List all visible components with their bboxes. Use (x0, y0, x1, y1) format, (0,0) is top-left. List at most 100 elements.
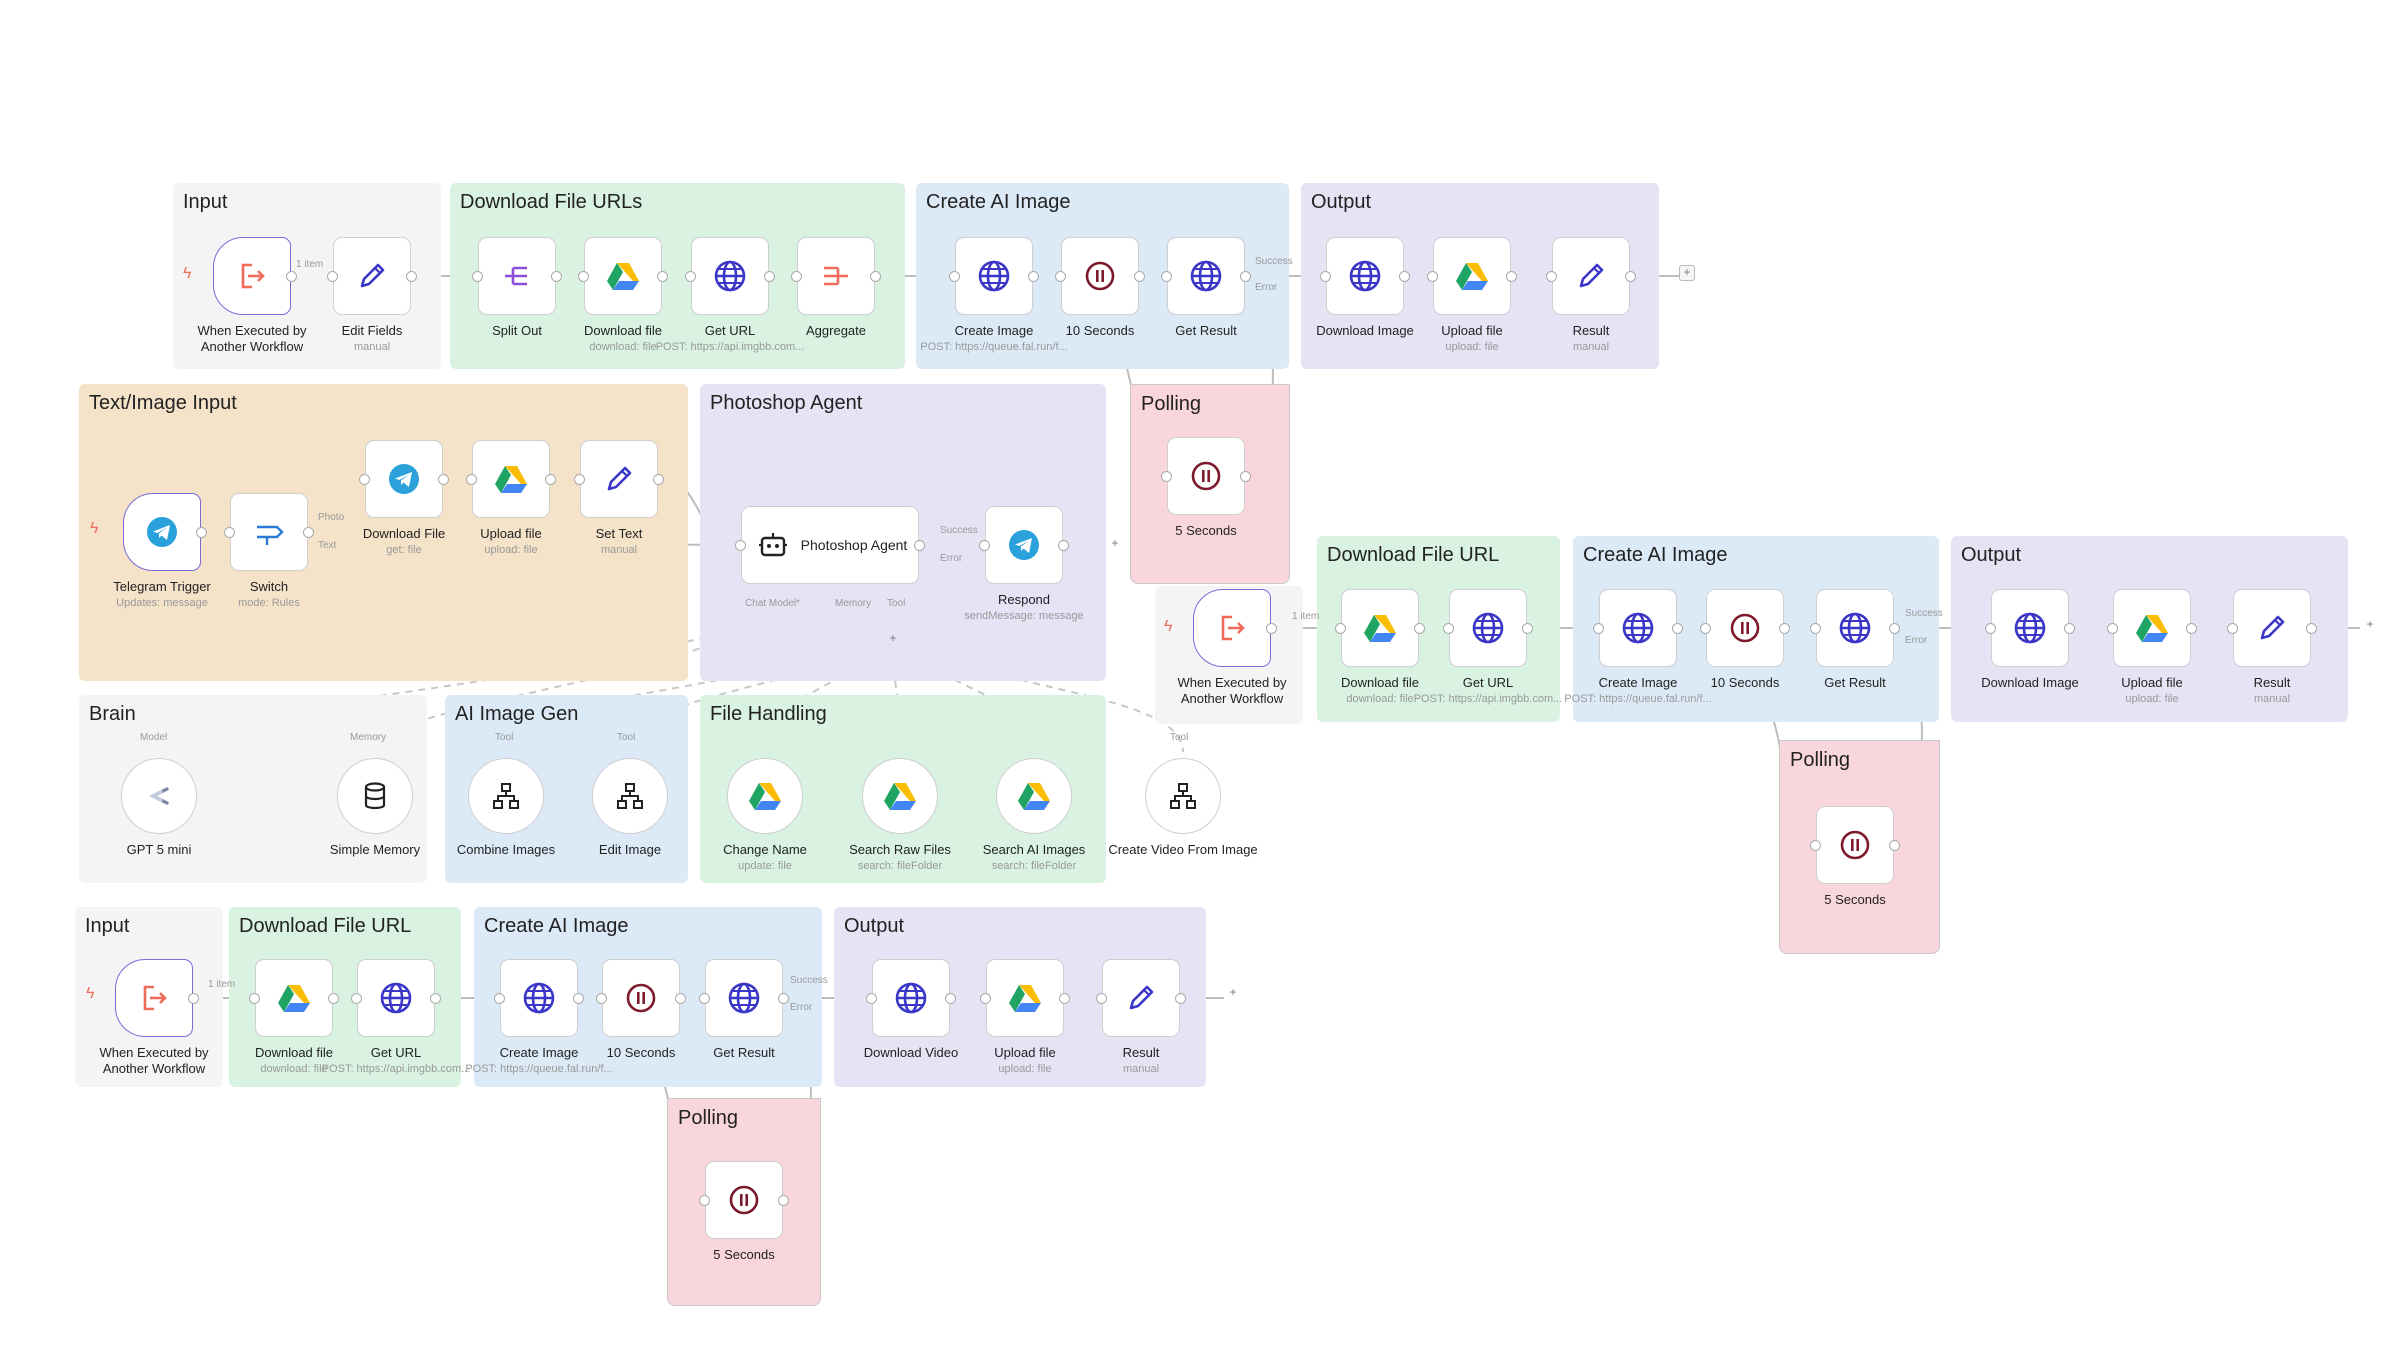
input-port[interactable] (359, 474, 370, 485)
output-port[interactable] (1266, 623, 1277, 634)
combine-images-node[interactable] (468, 758, 544, 834)
input-port[interactable] (1810, 623, 1821, 634)
result-node[interactable] (2233, 589, 2311, 667)
5-seconds-node[interactable] (705, 1161, 783, 1239)
output-port[interactable] (945, 993, 956, 1004)
output-port[interactable] (303, 527, 314, 538)
get-url-node[interactable] (1449, 589, 1527, 667)
output-port[interactable] (1414, 623, 1425, 634)
input-port[interactable] (1546, 271, 1557, 282)
input-port[interactable] (735, 540, 746, 551)
output-port[interactable] (675, 993, 686, 1004)
output-port[interactable] (196, 527, 207, 538)
edit-fields-node[interactable] (333, 237, 411, 315)
output-port[interactable] (870, 271, 881, 282)
get-result-node[interactable] (705, 959, 783, 1037)
input-port[interactable] (466, 474, 477, 485)
set-text-node[interactable] (580, 440, 658, 518)
input-port[interactable] (1593, 623, 1604, 634)
download-image-node[interactable] (1326, 237, 1404, 315)
output-port[interactable] (1506, 271, 1517, 282)
output-port[interactable] (778, 993, 789, 1004)
input-port[interactable] (1161, 471, 1172, 482)
upload-file-node[interactable] (1433, 237, 1511, 315)
10-seconds-node[interactable] (602, 959, 680, 1037)
output-port[interactable] (1889, 623, 1900, 634)
input-port[interactable] (351, 993, 362, 1004)
create-image-node[interactable] (1599, 589, 1677, 667)
10-seconds-node[interactable] (1061, 237, 1139, 315)
input-port[interactable] (1810, 840, 1821, 851)
add-node-button[interactable]: + (1679, 265, 1695, 281)
download-file-node[interactable] (365, 440, 443, 518)
add-node-button[interactable]: + (2366, 617, 2374, 631)
10-seconds-node[interactable] (1706, 589, 1784, 667)
add-tool-button[interactable]: + (889, 631, 897, 645)
output-port[interactable] (778, 1195, 789, 1206)
input-port[interactable] (472, 271, 483, 282)
output-port[interactable] (1134, 271, 1145, 282)
input-port[interactable] (1427, 271, 1438, 282)
input-port[interactable] (1443, 623, 1454, 634)
switch-node[interactable] (230, 493, 308, 571)
output-port[interactable] (1779, 623, 1790, 634)
upload-file-node[interactable] (986, 959, 1064, 1037)
output-port[interactable] (1240, 271, 1251, 282)
output-port[interactable] (573, 993, 584, 1004)
input-port[interactable] (1335, 623, 1346, 634)
when-executed-by-another-workflow-node[interactable] (1193, 589, 1271, 667)
output-port[interactable] (1058, 540, 1069, 551)
input-port[interactable] (596, 993, 607, 1004)
download-video-node[interactable] (872, 959, 950, 1037)
result-node[interactable] (1102, 959, 1180, 1037)
output-port[interactable] (438, 474, 449, 485)
change-name-node[interactable] (727, 758, 803, 834)
input-port[interactable] (791, 271, 802, 282)
download-file-node[interactable] (1341, 589, 1419, 667)
add-node-button[interactable]: + (1229, 985, 1237, 999)
output-port[interactable] (1399, 271, 1410, 282)
get-result-node[interactable] (1167, 237, 1245, 315)
download-image-node[interactable] (1991, 589, 2069, 667)
input-port[interactable] (578, 271, 589, 282)
download-file-node[interactable] (584, 237, 662, 315)
output-port[interactable] (545, 474, 556, 485)
edit-image-node[interactable] (592, 758, 668, 834)
split-out-node[interactable] (478, 237, 556, 315)
photoshop-agent-node[interactable]: Photoshop Agent (741, 506, 919, 584)
get-result-node[interactable] (1816, 589, 1894, 667)
input-port[interactable] (2227, 623, 2238, 634)
input-port[interactable] (699, 993, 710, 1004)
output-port[interactable] (1889, 840, 1900, 851)
input-port[interactable] (1096, 993, 1107, 1004)
output-port[interactable] (551, 271, 562, 282)
group-polling-right[interactable]: Polling (1779, 740, 1940, 954)
output-port[interactable] (764, 271, 775, 282)
input-port[interactable] (327, 271, 338, 282)
output-port[interactable] (1625, 271, 1636, 282)
output-port[interactable] (657, 271, 668, 282)
5-seconds-node[interactable] (1816, 806, 1894, 884)
telegram-trigger-node[interactable] (123, 493, 201, 571)
output-port[interactable] (653, 474, 664, 485)
search-ai-images-node[interactable] (996, 758, 1072, 834)
create-image-node[interactable] (500, 959, 578, 1037)
upload-file-node[interactable] (472, 440, 550, 518)
upload-file-node[interactable] (2113, 589, 2191, 667)
input-port[interactable] (979, 540, 990, 551)
result-node[interactable] (1552, 237, 1630, 315)
output-port[interactable] (1240, 471, 1251, 482)
input-port[interactable] (699, 1195, 710, 1206)
input-port[interactable] (224, 527, 235, 538)
output-port[interactable] (2186, 623, 2197, 634)
output-port[interactable] (914, 540, 925, 551)
input-port[interactable] (2107, 623, 2118, 634)
get-url-node[interactable] (357, 959, 435, 1037)
input-port[interactable] (866, 993, 877, 1004)
output-port[interactable] (1175, 993, 1186, 1004)
output-port[interactable] (1672, 623, 1683, 634)
create-image-node[interactable] (955, 237, 1033, 315)
input-port[interactable] (1985, 623, 1996, 634)
simple-memory-node[interactable] (337, 758, 413, 834)
